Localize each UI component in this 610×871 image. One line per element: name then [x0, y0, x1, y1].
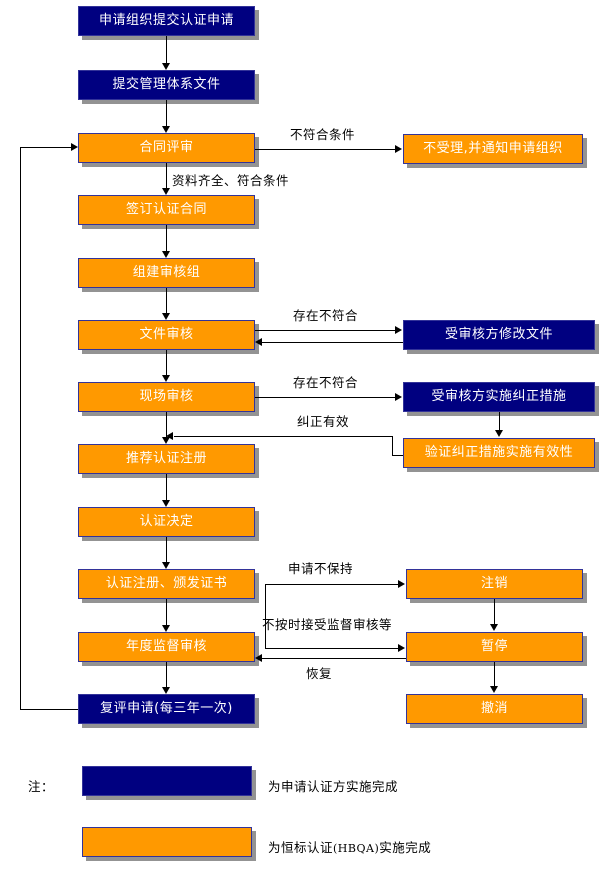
connector-register-to-surveillance: [166, 599, 167, 625]
node-submit-system-docs[interactable]: 提交管理体系文件: [78, 70, 255, 100]
edge-label-apply-not-maintain: 申请不保持: [288, 561, 354, 576]
legend-note-label: 注：: [28, 779, 55, 794]
legend-certifier-suffix: 实施完成: [379, 840, 432, 855]
arrowhead-surveillance-to-reassessment: [162, 687, 170, 694]
connector-submit-to-docs: [166, 36, 167, 63]
connector-contract-review-to-sign: [166, 163, 167, 188]
node-register-issue-cert[interactable]: 认证注册、颁发证书: [78, 569, 255, 599]
node-verify-corrective-action[interactable]: 验证纠正措施实施有效性: [403, 438, 595, 468]
node-withdraw[interactable]: 撤消: [406, 694, 583, 724]
connector-reassessment-loop-bottom: [20, 709, 78, 710]
edge-label-not-meeting-conditions: 不符合条件: [290, 127, 356, 142]
connector-verify-return-horizontal: [174, 436, 393, 437]
legend-text-applicant: 为申请认证方实施完成: [268, 779, 399, 794]
edge-label-restore: 恢复: [306, 666, 333, 681]
node-sign-contract[interactable]: 签订认证合同: [78, 195, 255, 225]
node-document-audit[interactable]: 文件审核: [78, 320, 255, 350]
arrowhead-restore-to-surveillance: [255, 654, 262, 662]
arrowhead-revise-to-doc-audit: [255, 338, 262, 346]
node-submit-application[interactable]: 申请组织提交认证申请: [78, 6, 255, 36]
node-onsite-audit[interactable]: 现场审核: [78, 382, 255, 412]
connector-not-accept-surveillance-horizontal: [265, 648, 399, 649]
arrowhead-sign-to-team: [162, 251, 170, 258]
connector-corrective-to-verify: [499, 412, 500, 431]
connector-onsite-to-corrective: [255, 397, 396, 398]
node-reassessment-application[interactable]: 复评申请(每三年一次): [78, 694, 255, 724]
connector-reassessment-loop-top: [20, 147, 72, 148]
arrowhead-doc-audit-to-onsite: [162, 375, 170, 382]
connector-verify-return-stub: [392, 455, 403, 456]
connector-team-to-doc-audit: [166, 288, 167, 313]
legend-certifier-code: (HBQA): [333, 842, 380, 855]
node-contract-review[interactable]: 合同评审: [78, 133, 255, 163]
connector-reassessment-loop-left: [20, 147, 21, 709]
arrowhead-to-cancel: [398, 580, 405, 588]
arrowhead-to-suspend: [398, 644, 405, 652]
arrowhead-register-to-surveillance: [162, 625, 170, 632]
connector-revise-to-doc-audit: [262, 342, 403, 343]
connector-apply-not-maintain-vertical: [265, 584, 266, 648]
arrowhead-team-to-doc-audit: [162, 313, 170, 320]
node-form-audit-team[interactable]: 组建审核组: [78, 258, 255, 288]
connector-apply-not-maintain-horizontal: [265, 584, 399, 585]
connector-contract-review-to-reject: [255, 149, 396, 150]
connector-recommend-to-decision: [166, 474, 167, 500]
legend-text-certifier: 为恒标认证(HBQA)实施完成: [268, 837, 431, 856]
node-auditee-revise-docs[interactable]: 受审核方修改文件: [403, 320, 595, 350]
arrowhead-decision-to-register: [162, 562, 170, 569]
arrowhead-contract-review-to-sign: [162, 188, 170, 195]
legend-certifier-prefix: 为恒标认证: [268, 840, 334, 855]
node-reject-and-notify[interactable]: 不受理,并通知申请组织: [403, 134, 583, 164]
arrowhead-verify-return-to-column: [166, 432, 173, 440]
connector-doc-audit-to-onsite: [166, 350, 167, 375]
node-annual-surveillance[interactable]: 年度监督审核: [78, 632, 255, 662]
node-cancel[interactable]: 注销: [406, 569, 583, 599]
connector-docs-to-contract-review: [166, 100, 167, 126]
connector-cancel-to-suspend: [494, 599, 495, 625]
legend-swatch-applicant: [82, 766, 252, 796]
edge-label-correction-effective: 纠正有效: [297, 414, 350, 429]
legend-swatch-certifier: [82, 827, 252, 857]
arrowhead-recommend-to-decision: [162, 500, 170, 507]
arrowhead-doc-audit-to-revise: [395, 326, 402, 334]
edge-label-docs-complete: 资料齐全、符合条件: [172, 173, 290, 188]
connector-sign-to-team: [166, 225, 167, 251]
arrowhead-docs-to-contract-review: [162, 126, 170, 133]
edge-label-not-accept-surveillance: 不按时接受监督审核等: [262, 617, 393, 632]
connector-verify-return-vertical: [392, 436, 393, 455]
arrowhead-onsite-to-recommend: [162, 437, 170, 444]
edge-label-nonconformity-docs: 存在不符合: [293, 308, 359, 323]
connector-suspend-to-withdraw: [494, 662, 495, 687]
node-certification-decision[interactable]: 认证决定: [78, 507, 255, 537]
edge-label-nonconformity-onsite: 存在不符合: [293, 375, 359, 390]
arrowhead-contract-review-to-reject: [395, 145, 402, 153]
arrowhead-loop-to-contract-review: [71, 143, 78, 151]
node-recommend-registration[interactable]: 推荐认证注册: [78, 444, 255, 474]
arrowhead-submit-to-docs: [162, 63, 170, 70]
connector-doc-audit-to-revise: [255, 330, 396, 331]
node-suspend[interactable]: 暂停: [406, 632, 583, 662]
arrowhead-suspend-to-withdraw: [490, 686, 498, 693]
connector-onsite-to-recommend: [166, 412, 167, 437]
node-auditee-corrective-action[interactable]: 受审核方实施纠正措施: [403, 382, 595, 412]
connector-restore-horizontal: [262, 658, 406, 659]
connector-decision-to-register: [166, 537, 167, 562]
arrowhead-onsite-to-corrective: [395, 393, 402, 401]
arrowhead-corrective-to-verify: [495, 430, 503, 437]
connector-surveillance-to-reassessment: [166, 662, 167, 687]
arrowhead-cancel-to-suspend: [490, 624, 498, 631]
